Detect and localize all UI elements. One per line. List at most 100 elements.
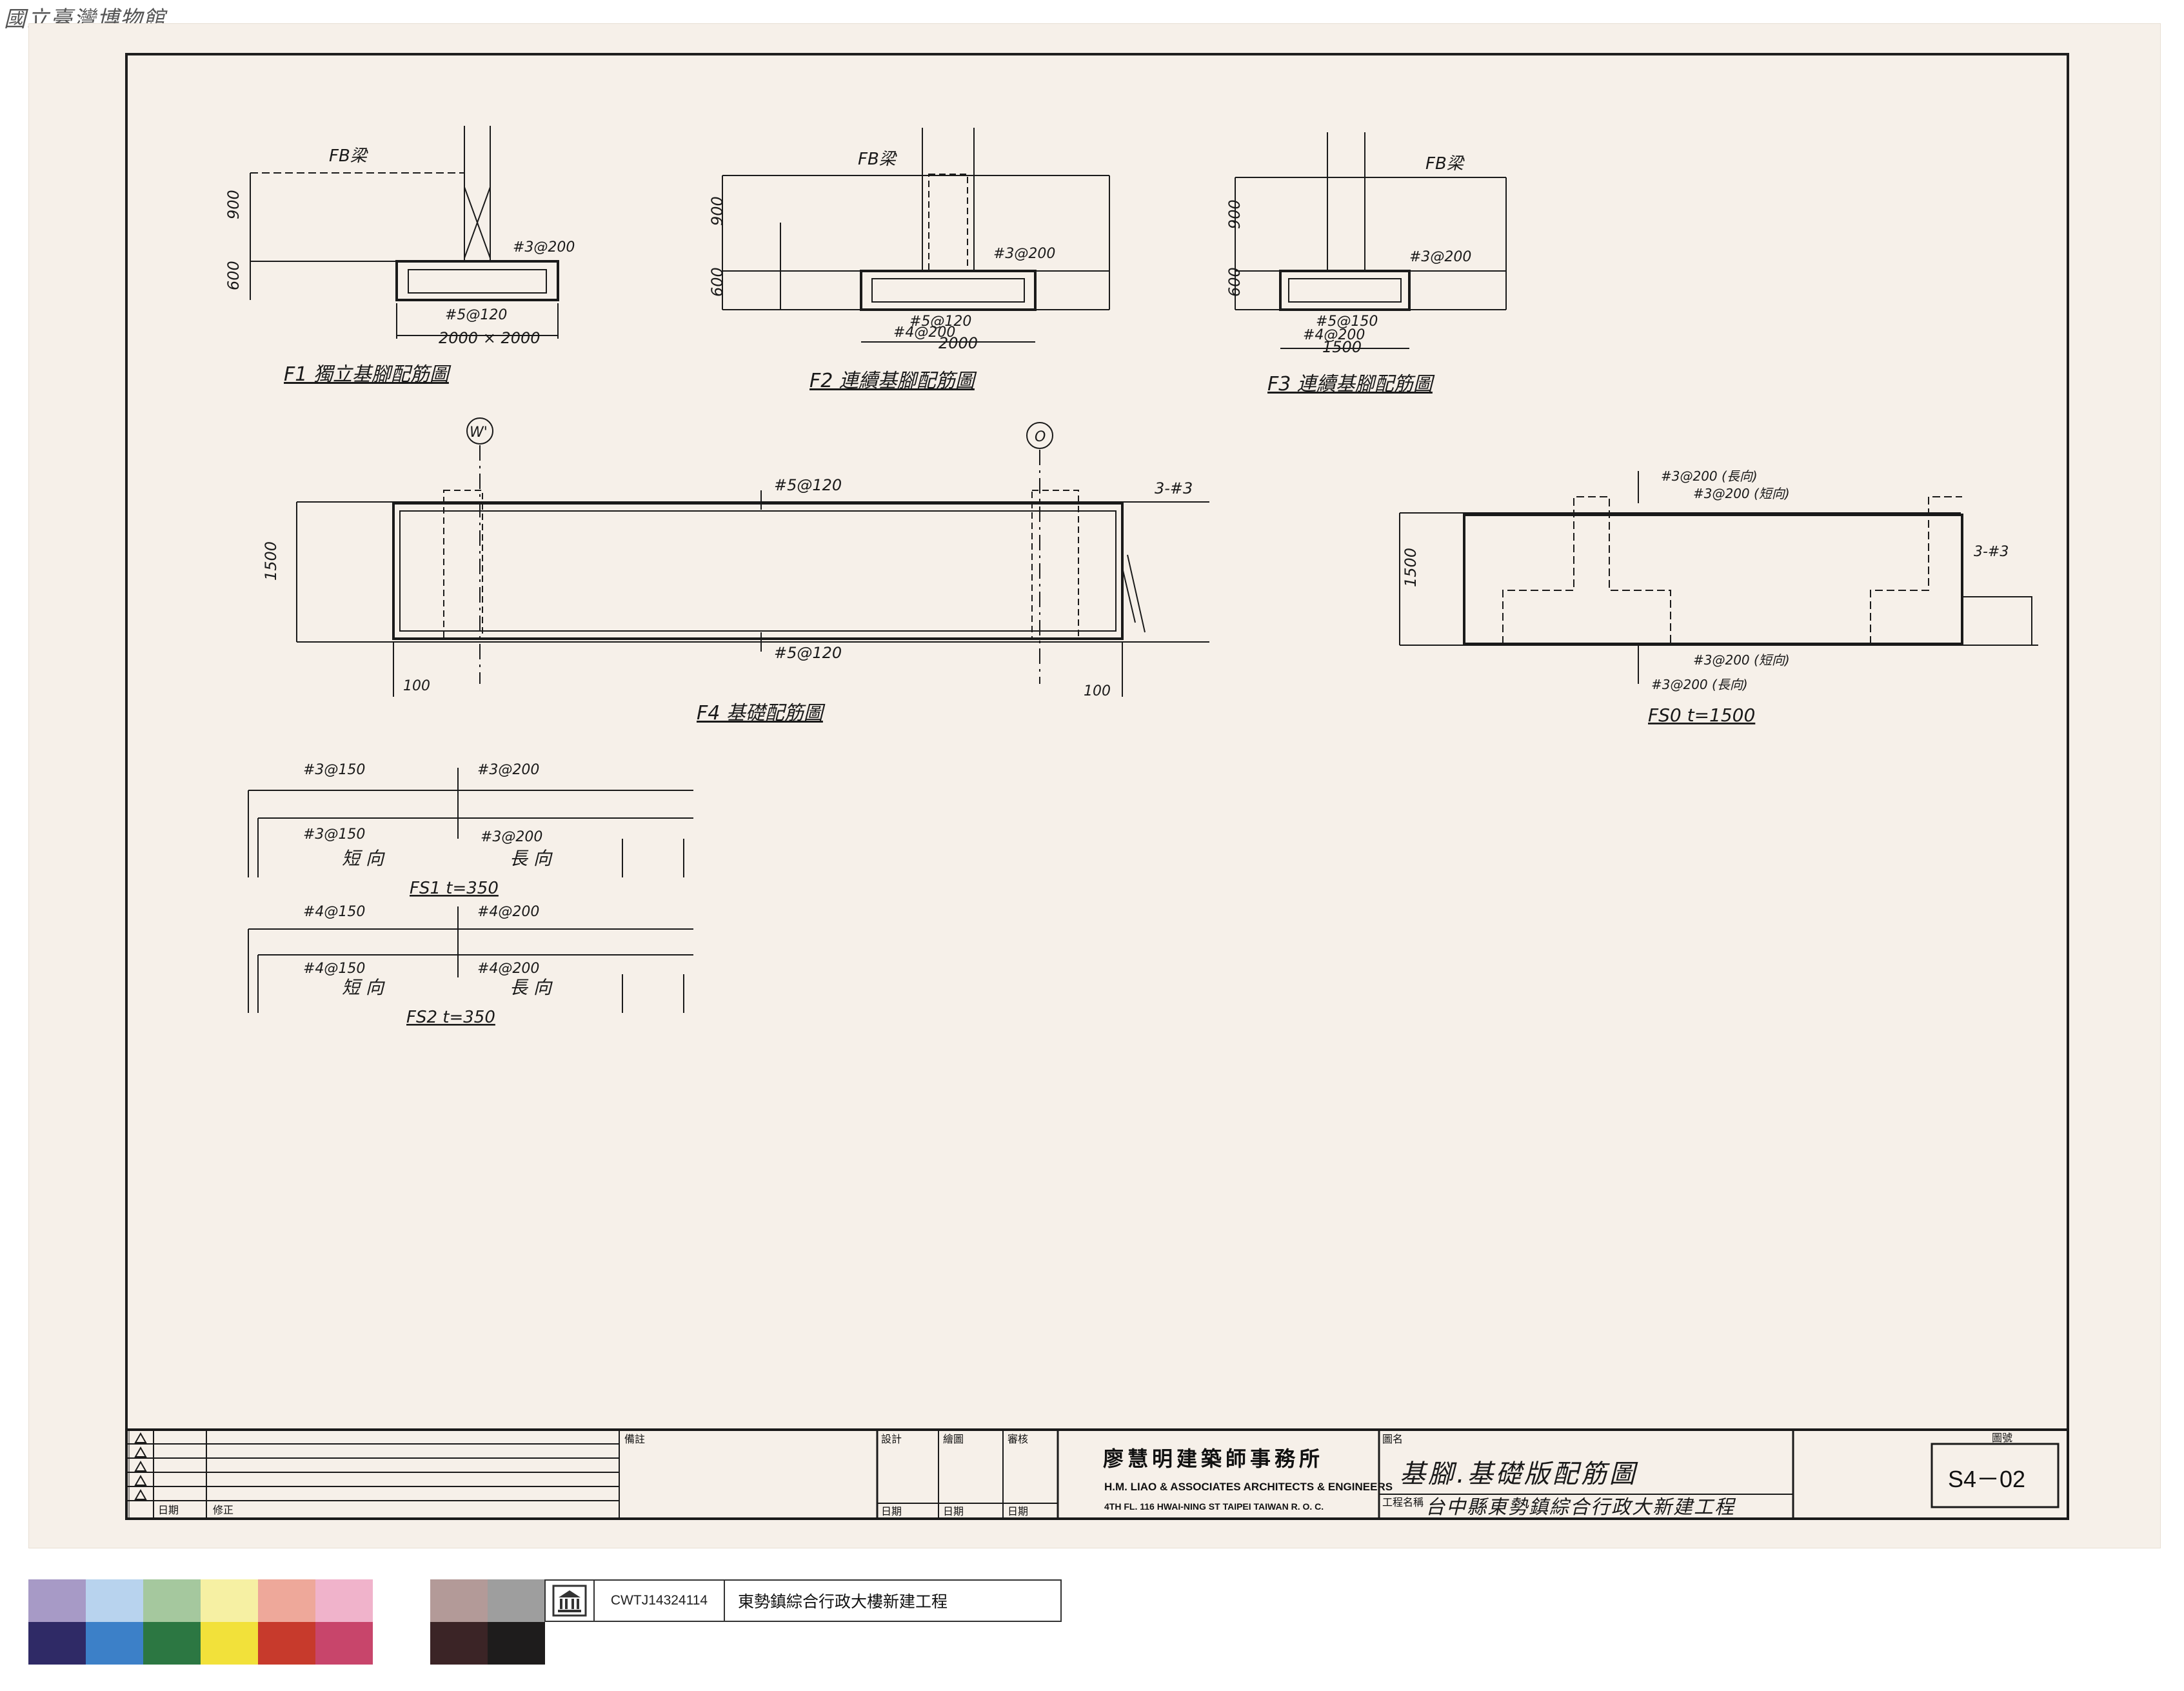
f3-dim-h1: 900: [1226, 199, 1244, 229]
swatch-yellow: [201, 1622, 258, 1665]
f1-size: 2000 × 2000: [439, 329, 541, 347]
rev-date-label: 日期: [158, 1505, 179, 1516]
swatch-white: [373, 1579, 430, 1622]
f2-dim-h1: 900: [708, 196, 726, 226]
project-label: 工程名稱: [1382, 1497, 1424, 1508]
f1-title: F1 獨立基腳配筋圖: [284, 363, 452, 386]
drawing-sheet: [28, 23, 2161, 1548]
swatch-green: [143, 1622, 201, 1665]
f4-grid-o: O: [1035, 429, 1046, 445]
f4-dim-left: 100: [403, 678, 430, 694]
detail-f1: [250, 126, 559, 339]
fs1-short-dir: 短 向: [342, 848, 386, 869]
title-block: [125, 1428, 2069, 1520]
fs2-title: FS2 t=350: [406, 1008, 495, 1027]
sheet-border: [125, 53, 2069, 1520]
fs2-top-left: #4@150: [303, 904, 365, 920]
fs0-side-rebar: 3-#3: [1974, 544, 2009, 560]
f1-dim-h2: 600: [224, 261, 243, 290]
sheet-no-label: 圖號: [1992, 1432, 2012, 1444]
f2-rebar-top: #3@200: [993, 246, 1055, 262]
f2-rebar-bottom2: #4@200: [893, 325, 955, 341]
date-label-2: 日期: [943, 1506, 964, 1517]
f4-dim-right: 100: [1084, 683, 1111, 699]
fs0-bottom-rebar1: #3@200 (短向): [1693, 652, 1790, 668]
fs0-dim-h: 1500: [1402, 548, 1420, 587]
fs1-top-left: #3@150: [303, 762, 365, 778]
swatch-grey: [488, 1579, 545, 1622]
detail-f4: [296, 417, 1209, 697]
fs1-top-right: #3@200: [477, 762, 539, 778]
f3-rebar-bottom1: #5@150: [1316, 314, 1378, 330]
f2-rebar-bottom1: #5@120: [909, 314, 971, 330]
swatch-blue: [86, 1622, 143, 1665]
remarks-label: 備註: [624, 1434, 645, 1445]
fs1-bottom-left: #3@150: [303, 826, 365, 843]
swatch-black: [488, 1622, 545, 1665]
fs0-title: FS0 t=1500: [1648, 705, 1755, 726]
fs2-short-dir: 短 向: [342, 977, 386, 998]
f4-dim-h: 1500: [262, 541, 280, 581]
fs2-long-dir: 長 向: [510, 977, 553, 998]
detail-f3: [1235, 132, 1507, 349]
swatch-light-blue: [86, 1579, 143, 1622]
swatch-lilac: [28, 1579, 86, 1622]
f4-grid-w: W': [470, 425, 488, 441]
date-label-3: 日期: [1008, 1506, 1028, 1517]
f4-rebar-top: #5@120: [774, 476, 842, 494]
swatch-red: [258, 1622, 315, 1665]
swatch-pink: [315, 1579, 373, 1622]
sheet-no-box: [1931, 1443, 2060, 1508]
detail-fs0: [1399, 471, 2038, 684]
museum-logo-icon: [546, 1581, 595, 1621]
fs2-bottom-right: #4@200: [477, 961, 539, 977]
archive-code: CWTJ14324114: [595, 1581, 725, 1621]
rev-note-label: 修正: [213, 1505, 233, 1516]
swatch-magenta: [315, 1622, 373, 1665]
f2-title: F2 連續基腳配筋圖: [809, 370, 977, 392]
f1-rebar-bottom: #5@120: [445, 307, 507, 323]
swatch-indigo: [28, 1622, 86, 1665]
detail-f2: [722, 128, 1110, 343]
check-label: 審核: [1008, 1434, 1028, 1445]
fs1-long-dir: 長 向: [510, 848, 553, 869]
f2-beam-label: FB梁: [858, 150, 897, 169]
f3-rebar-bottom2: #4@200: [1303, 327, 1365, 343]
fs0-bottom-rebar2: #3@200 (長向): [1651, 677, 1748, 692]
swatch-salmon: [258, 1579, 315, 1622]
date-label-1: 日期: [881, 1506, 902, 1517]
fs1-title: FS1 t=350: [410, 879, 499, 898]
archive-project-name: 東勢鎮綜合行政大樓新建工程: [738, 1592, 948, 1611]
swatch-dark-brown: [430, 1622, 488, 1665]
f1-beam-label: FB梁: [329, 146, 368, 166]
f1-dim-h1: 900: [224, 190, 243, 219]
f2-dim-h2: 600: [708, 267, 726, 297]
archive-info-box: CWTJ14324114 東勢鎮綜合行政大樓新建工程: [544, 1579, 1062, 1622]
fs2-top-right: #4@200: [477, 904, 539, 920]
fs1-bottom-right: #3@200: [481, 829, 542, 845]
firm-address: 4TH FL. 116 HWAI-NING ST TAIPEI TAIWAN R…: [1104, 1501, 1324, 1512]
f1-rebar-top: #3@200: [513, 239, 575, 255]
f4-title: F4 基礎配筋圖: [697, 702, 826, 725]
drawn-label: 繪圖: [943, 1433, 964, 1445]
fs0-top-rebar2: #3@200 (短向): [1693, 486, 1790, 501]
f3-beam-label: FB梁: [1425, 154, 1465, 174]
f3-size: 1500: [1322, 338, 1362, 356]
f4-side-rebar: 3-#3: [1155, 479, 1193, 497]
f4-rebar-bottom: #5@120: [774, 644, 842, 662]
drawing-title: 基腳.基礎版配筋圖: [1400, 1459, 1638, 1489]
f3-dim-h2: 600: [1226, 267, 1244, 297]
sheet-number: S4－02: [1948, 1466, 2025, 1492]
project-name: 台中縣東勢鎮綜合行政大新建工程: [1425, 1496, 1736, 1519]
swatch-light-green: [143, 1579, 201, 1622]
swatch-white-2: [373, 1622, 430, 1665]
f3-rebar-top: #3@200: [1409, 249, 1471, 265]
firm-name-en: H.M. LIAO & ASSOCIATES ARCHITECTS & ENGI…: [1104, 1481, 1393, 1493]
detail-fs2: [248, 906, 693, 1013]
fs0-top-rebar1: #3@200 (長向): [1661, 468, 1758, 484]
firm-name-cn: 廖慧明建築師事務所: [1103, 1447, 1324, 1470]
detail-fs1: [248, 768, 693, 877]
f3-title: F3 連續基腳配筋圖: [1267, 373, 1435, 395]
fs2-bottom-left: #4@150: [303, 961, 365, 977]
